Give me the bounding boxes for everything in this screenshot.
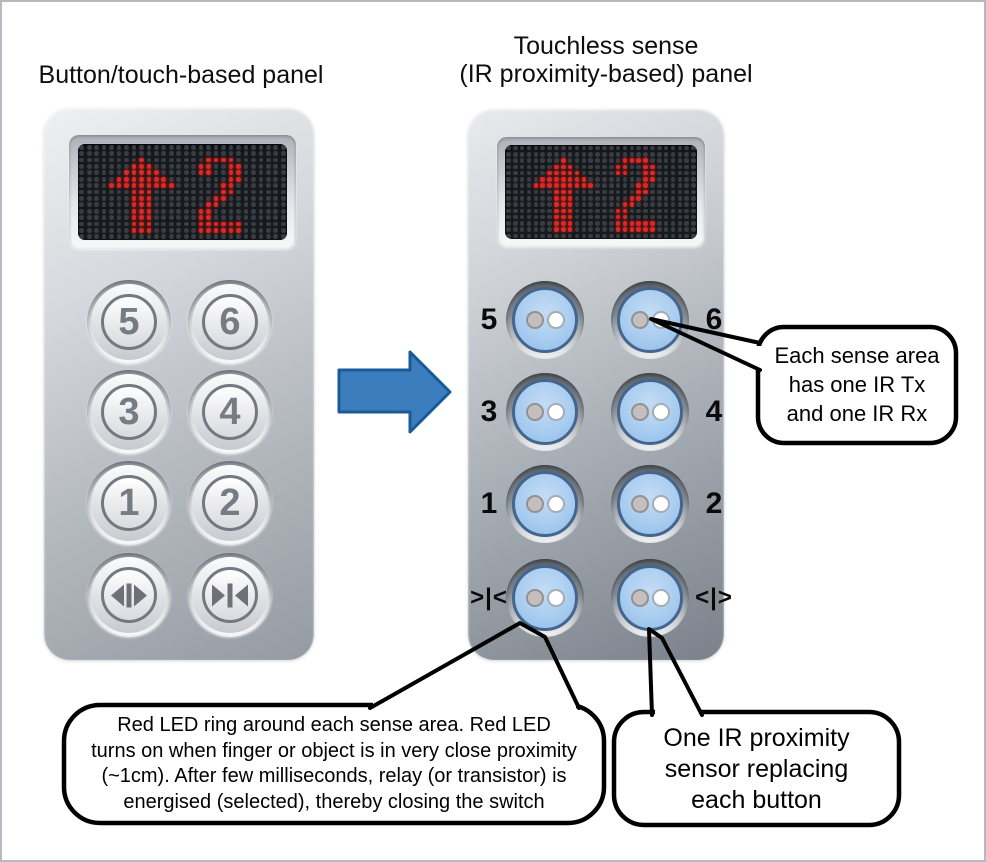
right-title-line2: (IR proximity-based) panel [459,60,753,88]
callout-line: sensor replacing [664,755,849,783]
sensor-recess [611,559,689,637]
ir-rx-dot [651,311,670,329]
right-title-line1: Touchless sense [513,32,699,60]
sensor-label-door-open: <|> [695,584,733,611]
ir-rx-dot [651,495,670,513]
floor-button-4: 4 [188,370,272,454]
ir-rx-dot [546,403,565,421]
button-bezel-ring: 1 [91,465,167,541]
button-bezel-ring: 6 [192,284,268,360]
floor-button-label: 4 [219,390,241,433]
ir-rx-dot [651,589,670,607]
sensor-recess [611,465,689,543]
door-close-icon [212,583,248,607]
floor-button-2: 2 [188,461,272,545]
callout-line: energised (selected), thereby closing th… [123,790,545,813]
touchless-ir-panel: 5 6 3 4 1 2 >|< <|> [468,109,732,660]
ir-sensor-door-open [617,565,683,631]
door-close-button [188,553,272,637]
sensor-label-3: 3 [480,395,498,428]
button-face: 5 [101,294,157,350]
ir-sensor-3 [512,379,578,445]
button-bezel-ring: 2 [192,465,268,541]
sensor-recess [506,281,584,359]
callout-text-oneir: One IR proximity sensor replacing each but… [616,723,897,816]
callout-opening-redled [373,702,576,710]
sensor-recess [506,465,584,543]
led-dot-matrix [78,144,287,240]
sensor-label-2: 2 [705,487,723,520]
ir-rx-dot [546,589,565,607]
door-open-icon [111,583,147,607]
floor-button-label: 6 [219,300,241,343]
button-face: 1 [101,475,157,531]
sensor-label-1: 1 [480,487,498,520]
ir-tx-dot [525,495,544,513]
callout-opening-oneir [655,709,699,717]
ir-tx-dot [525,311,544,329]
ir-sensor-door-close [512,565,578,631]
callout-line: each button [691,786,822,814]
sensor-label-4: 4 [705,395,723,428]
ir-tx-dot [630,589,649,607]
callout-text-txrx: Each sense area has one IR Tx and one IR R… [758,341,956,428]
ir-rx-dot [546,495,565,513]
transition-arrow-icon [337,350,452,434]
button-bezel-ring: 4 [192,374,268,450]
button-touch-panel: 5 6 3 4 1 2 [44,108,314,660]
ir-tx-dot [630,495,649,513]
sensor-label-door-close: >|< [470,584,508,611]
ir-rx-dot [651,403,670,421]
left-panel-title: Button/touch-based panel [38,61,324,89]
ir-tx-dot [630,311,649,329]
button-face: 6 [202,294,258,350]
floor-button-label: 2 [219,481,241,524]
button-bezel-ring [91,557,167,633]
sensor-recess [506,559,584,637]
callout-line: Red LED ring around each sense area. Red… [117,714,551,736]
callout-line: and one IR Rx [786,401,928,426]
ir-sensor-2 [617,471,683,537]
floor-button-label: 5 [118,300,140,343]
floor-button-6: 6 [188,280,272,364]
led-dot-matrix [505,145,697,239]
sensor-recess [611,373,689,451]
sensor-recess [611,281,689,359]
sensor-label-6: 6 [705,303,723,336]
floor-button-3: 3 [87,370,171,454]
led-display [69,135,296,249]
button-face [101,567,157,623]
button-face [202,567,258,623]
led-display [497,137,705,247]
callout-line: turns on when finger or object is in ver… [91,739,577,762]
callout-line: Each sense area [774,343,940,368]
button-face: 4 [202,384,258,440]
ir-sensor-1 [512,471,578,537]
button-bezel-ring [192,557,268,633]
button-face: 2 [202,475,258,531]
right-panel-title: Touchless sense (IR proximity-based) pan… [440,32,772,88]
callout-line: One IR proximity [663,724,850,752]
ir-sensor-6 [617,287,683,353]
ir-tx-dot [525,589,544,607]
floor-button-label: 1 [118,481,140,524]
ir-tx-dot [630,403,649,421]
ir-sensor-5 [512,287,578,353]
callout-text-redled: Red LED ring around each sense area. Red… [72,713,596,815]
button-bezel-ring: 3 [91,374,167,450]
floor-button-label: 3 [118,390,140,433]
sensor-label-5: 5 [480,303,498,336]
button-bezel-ring: 5 [91,284,167,360]
floor-button-1: 1 [87,461,171,545]
floor-button-5: 5 [87,280,171,364]
sensor-recess [506,373,584,451]
callout-line: (~1cm). After few milliseconds, relay (o… [101,765,567,787]
ir-sensor-4 [617,379,683,445]
button-face: 3 [101,384,157,440]
callout-line: has one IR Tx [788,372,926,397]
ir-tx-dot [525,403,544,421]
door-open-button [87,553,171,637]
ir-rx-dot [546,311,565,329]
